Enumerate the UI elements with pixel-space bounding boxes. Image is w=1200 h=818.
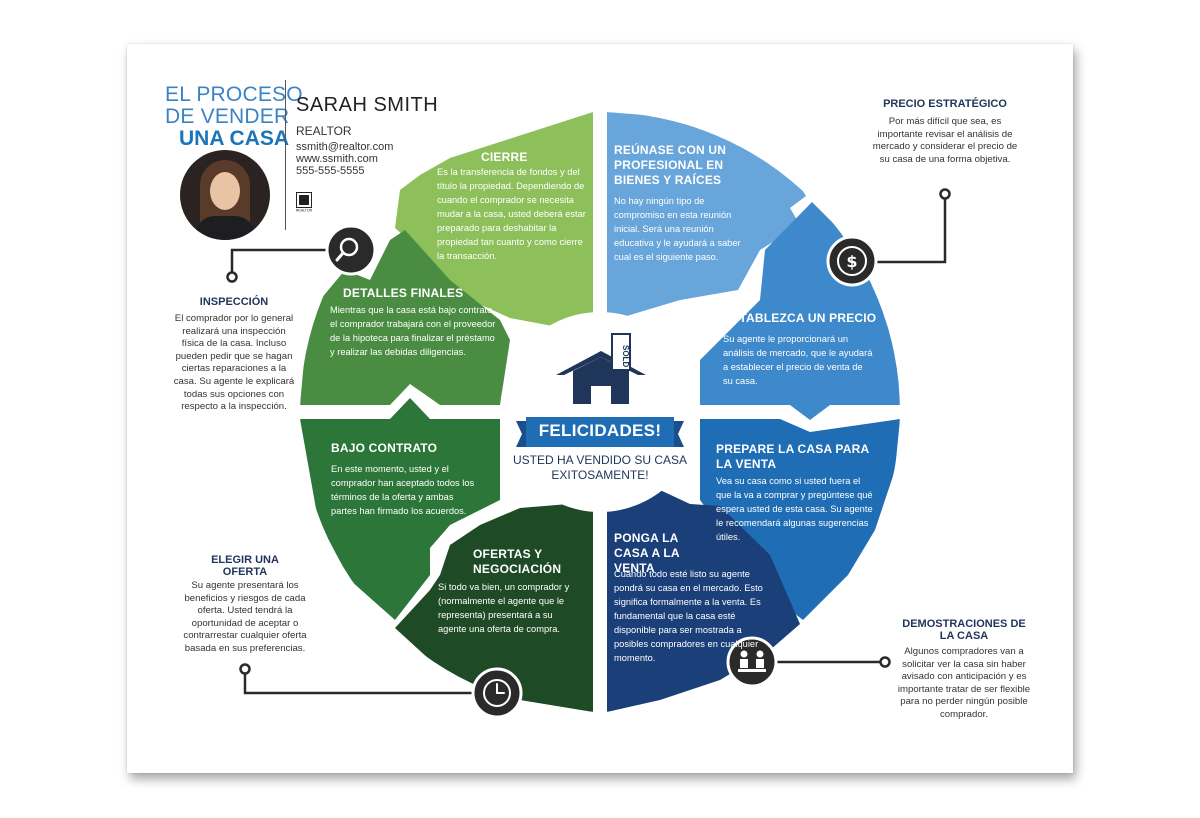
header-divider bbox=[285, 80, 286, 230]
center-circle bbox=[500, 312, 700, 512]
demostraciones-body: Algunos compradores van a solicitar ver … bbox=[897, 646, 1031, 720]
inspeccion-title: INSPECCIÓN bbox=[199, 296, 269, 308]
detalles-body: Mientras que la casa está bajo contrato,… bbox=[330, 305, 496, 357]
precio-estrategico-body: Por más difícil que sea, es importante r… bbox=[872, 116, 1018, 165]
precio-title: ESTABLEZCA UN PRECIO bbox=[723, 311, 877, 325]
precio-body: Su agente le proporcionará un análisis d… bbox=[723, 334, 873, 386]
connector-elegir-oferta bbox=[243, 673, 476, 695]
detalles-title: DETALLES FINALES bbox=[343, 286, 464, 300]
reunase-body: No hay ningún tipo de compromiso en esta… bbox=[614, 196, 741, 262]
page-title-line3: UNA CASA bbox=[179, 127, 290, 150]
connector-dot bbox=[939, 188, 951, 200]
magnifier-icon bbox=[325, 224, 377, 276]
ponga-title: PONGA LA CASA A LA VENTA bbox=[614, 531, 680, 575]
elegir-oferta-body: Su agente presentará los beneficios y ri… bbox=[183, 580, 307, 654]
center-hub: SOLD bbox=[500, 312, 700, 512]
bajo-title: BAJO CONTRATO bbox=[331, 441, 438, 455]
ofertas-body: Si todo va bien, un comprador y (normalm… bbox=[438, 582, 570, 634]
segment-ofertas bbox=[395, 502, 593, 712]
felicidades-banner-text: FELICIDADES! bbox=[538, 421, 662, 440]
svg-text:$: $ bbox=[846, 252, 857, 271]
people-icon bbox=[726, 636, 778, 688]
agent-photo bbox=[180, 150, 270, 240]
agent-website[interactable]: www.ssmith.com bbox=[296, 153, 378, 165]
sold-house-icon: SOLD bbox=[556, 333, 646, 404]
step-icons: $ bbox=[325, 224, 878, 719]
connector-dot bbox=[226, 271, 238, 283]
connector-inspeccion bbox=[230, 248, 330, 272]
cierre-title: CIERRE bbox=[481, 150, 528, 164]
bajo-body: En este momento, usted y el comprador ha… bbox=[331, 464, 475, 516]
clock-icon bbox=[471, 667, 523, 719]
center-message: USTED HA VENDIDO SU CASA EXITOSAMENTE! bbox=[512, 453, 688, 482]
svg-text:REALTOR: REALTOR bbox=[296, 209, 312, 213]
felicidades-banner bbox=[516, 417, 684, 447]
sold-sign-text: SOLD bbox=[621, 345, 630, 367]
segment-bajo bbox=[300, 398, 500, 620]
cierre-body: Es la transferencia de fondos y del títu… bbox=[437, 167, 586, 261]
page-title-line1: EL PROCESO bbox=[165, 83, 303, 106]
page-title-line2: DE VENDER bbox=[165, 105, 290, 128]
dollar-icon: $ bbox=[826, 235, 878, 287]
ofertas-title: OFERTAS Y NEGOCIACIÓN bbox=[473, 547, 562, 576]
prepare-body: Vea su casa como si usted fuera el que l… bbox=[716, 476, 873, 542]
connector-precio-estrategico bbox=[871, 196, 947, 264]
connector-dot bbox=[239, 663, 251, 675]
reunase-title: REÚNASE CON UN PROFESIONAL EN BIENES Y R… bbox=[614, 143, 727, 187]
ponga-body: Cuando todo esté listo su agente pondrá … bbox=[614, 569, 763, 663]
agent-email[interactable]: ssmith@realtor.com bbox=[296, 141, 394, 153]
realtor-logo-icon: REALTOR bbox=[296, 192, 312, 212]
agent-phone: 555-555-5555 bbox=[296, 165, 365, 177]
inspeccion-body: El comprador por lo general realizará un… bbox=[173, 313, 295, 413]
agent-role: REALTOR bbox=[296, 124, 352, 138]
connector-dot bbox=[879, 656, 891, 668]
precio-estrategico-title: PRECIO ESTRATÉGICO bbox=[883, 98, 1007, 110]
segment-prepare bbox=[700, 419, 900, 620]
elegir-oferta-title: ELEGIR UNA OFERTA bbox=[211, 554, 279, 578]
connector-lines bbox=[226, 188, 951, 695]
agent-name: SARAH SMITH bbox=[296, 94, 439, 116]
demostraciones-title: DEMOSTRACIONES DE LA CASA bbox=[902, 618, 1026, 642]
prepare-title: PREPARE LA CASA PARA LA VENTA bbox=[716, 442, 869, 471]
segment-reunase bbox=[607, 112, 806, 322]
